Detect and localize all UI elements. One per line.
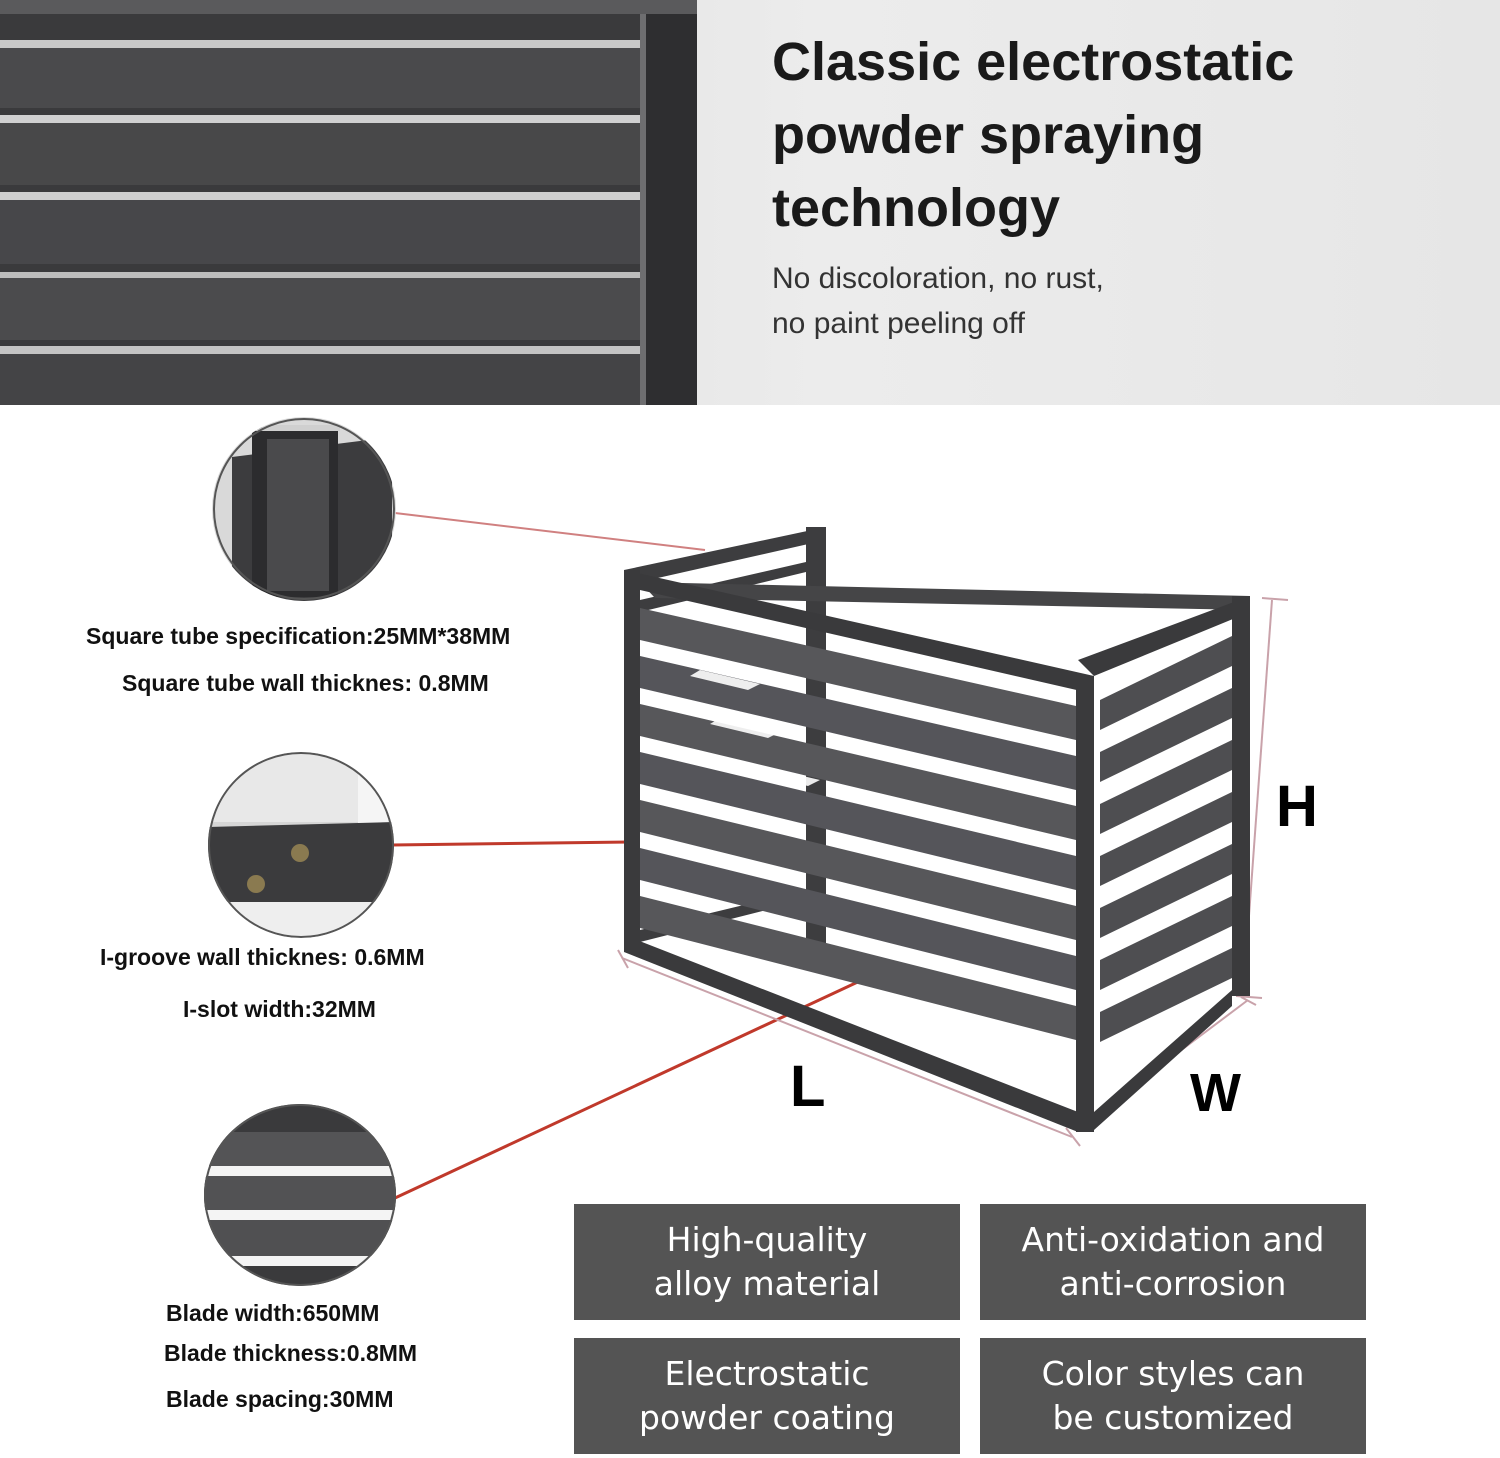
feature-box-custom-color: Color styles can be customized (980, 1338, 1366, 1454)
feature-alloy-line2: alloy material (653, 1264, 881, 1303)
headline-line-2: powder spraying (772, 105, 1205, 165)
feature-box-alloy: High-quality alloy material (574, 1204, 960, 1320)
headline-line-1: Classic electrostatic (772, 32, 1295, 92)
headline-line-3: technology (772, 178, 1061, 238)
subheadline: No discoloration, no rust, no paint peel… (772, 256, 1472, 346)
headline: Classic electrostatic powder spraying te… (772, 26, 1472, 245)
feature-box-anti-oxidation: Anti-oxidation and anti-corrosion (980, 1204, 1366, 1320)
product-diagram (391, 512, 1289, 1200)
subheadline-line-1: No discoloration, no rust, (772, 262, 1104, 295)
width-label: W (1190, 1063, 1241, 1123)
blade-detail-icon (204, 1104, 396, 1286)
length-label: L (790, 1054, 826, 1119)
feature-custom-color-line1: Color styles can (1041, 1354, 1305, 1393)
spec-tube-wall: Square tube wall thicknes: 0.8MM (122, 670, 489, 696)
height-label: H (1276, 774, 1318, 839)
louver-closeup-photo (0, 0, 697, 405)
feature-powder-coating-line2: powder coating (639, 1398, 895, 1437)
feature-alloy-line1: High-quality (666, 1220, 868, 1259)
spec-blade-spacing: Blade spacing:30MM (166, 1386, 394, 1412)
spec-slot-width: I-slot width:32MM (183, 996, 376, 1022)
feature-box-powder-coating: Electrostatic powder coating (574, 1338, 960, 1454)
spec-blade-width: Blade width:650MM (166, 1300, 380, 1326)
feature-anti-oxidation-line1: Anti-oxidation and (1021, 1220, 1325, 1259)
subheadline-line-2: no paint peeling off (772, 307, 1025, 340)
spec-tube-size: Square tube specification:25MM*38MM (86, 623, 511, 649)
square-tube-detail-icon (212, 417, 396, 601)
feature-custom-color-line2: be customized (1052, 1398, 1294, 1437)
spec-blade-thickness: Blade thickness:0.8MM (164, 1340, 418, 1366)
i-groove-detail-icon (208, 752, 394, 938)
feature-powder-coating-line1: Electrostatic (664, 1354, 870, 1393)
spec-groove-wall: I-groove wall thicknes: 0.6MM (100, 944, 425, 970)
feature-anti-oxidation-line2: anti-corrosion (1059, 1264, 1287, 1303)
